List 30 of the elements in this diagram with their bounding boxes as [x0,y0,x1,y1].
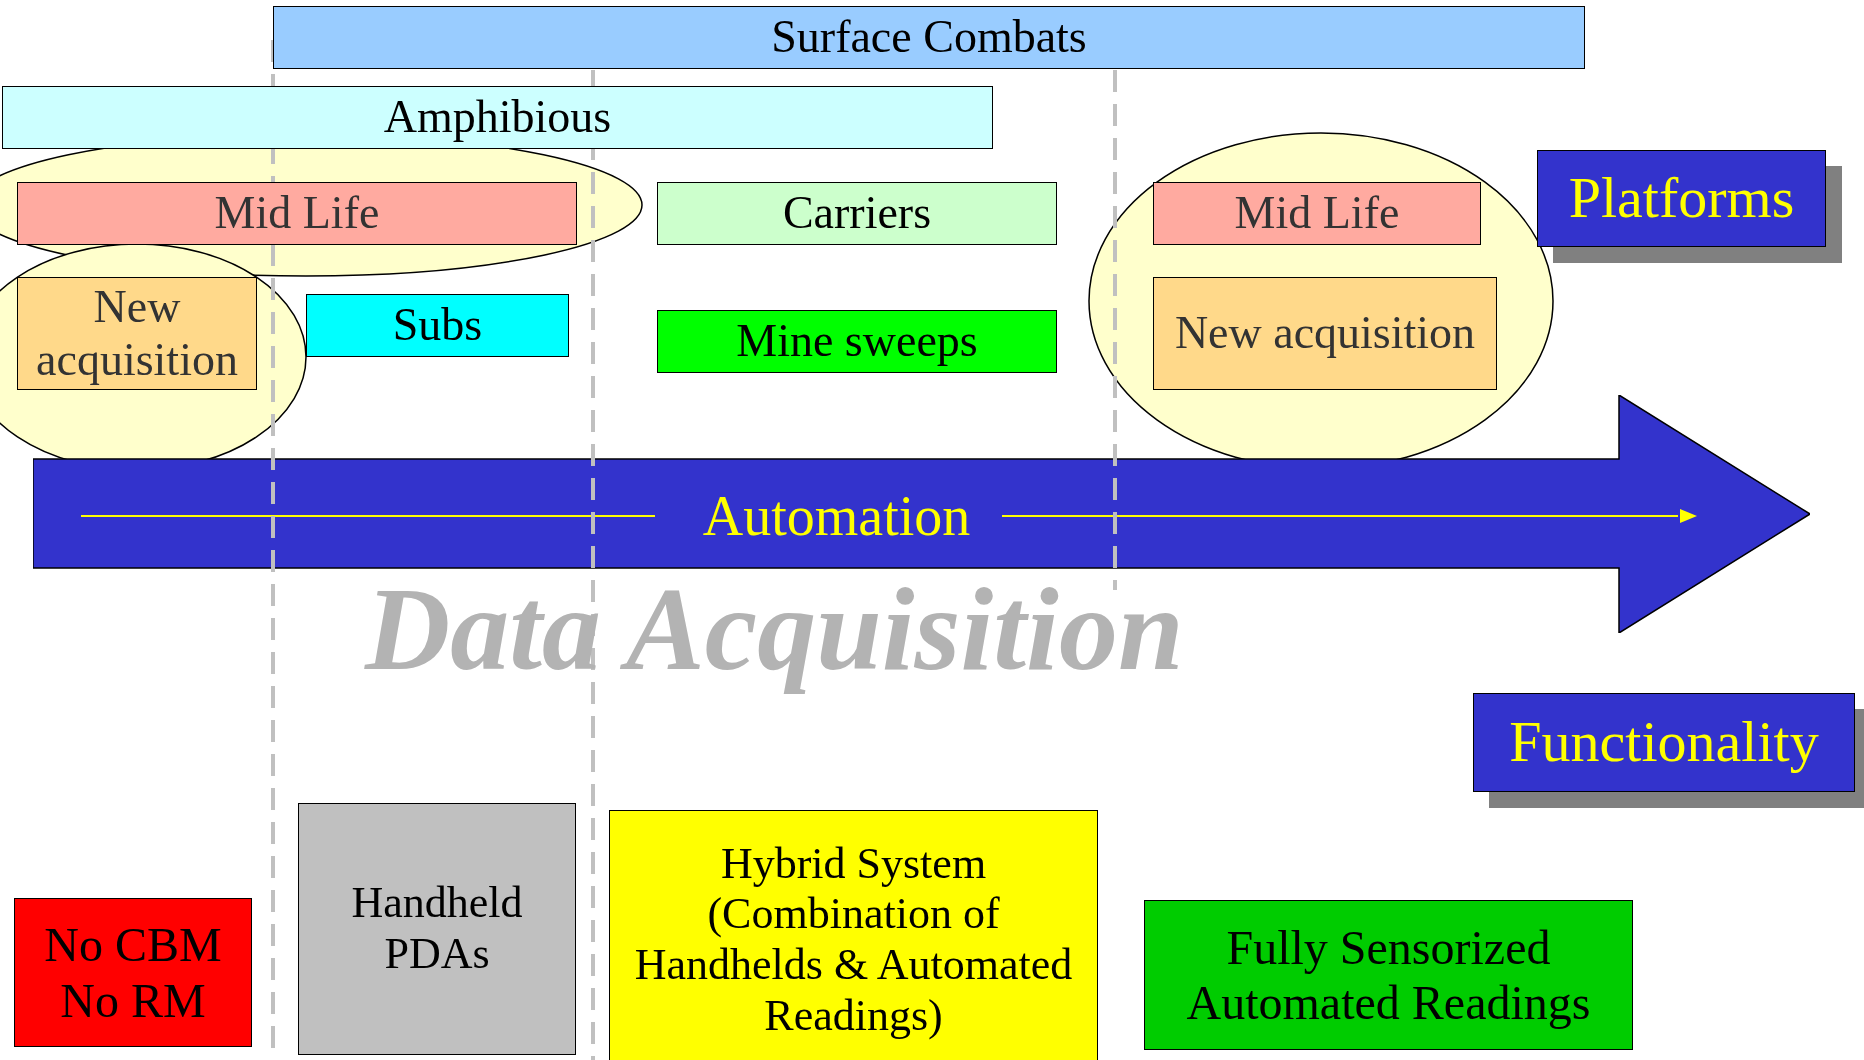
category-box [1144,900,1633,1050]
node-label: Mine sweeps [736,315,978,368]
category-box [1153,277,1497,390]
node-label: Mid Life [1234,187,1400,240]
category-box [14,898,252,1047]
node-label: New acquisition [35,280,239,387]
category-box [273,6,1585,69]
category-box [298,803,576,1055]
node-label: No CBM No RM [43,917,223,1028]
category-box [1153,182,1481,245]
category-box [609,810,1098,1060]
node-label: Platforms [1568,165,1795,232]
category-box [17,182,577,245]
node-label: Hybrid System (Combination of Handhelds & Automated Readings) [633,838,1074,1042]
node-label: Amphibious [383,91,612,144]
category-box [306,294,569,357]
watermark-text: Data Acquisition [365,565,1184,695]
category-box [2,86,993,149]
node-label: Surface Combats [771,11,1087,64]
category-box [657,182,1057,245]
node-label: Subs [392,299,483,352]
node-label: Functionality [1509,709,1819,776]
node-label: Fully Sensorized Automated Readings [1185,919,1592,1031]
category-box [657,310,1057,373]
node-label: Handheld PDAs [350,878,524,980]
node-label: Mid Life [214,187,380,240]
node-label: Carriers [782,187,932,240]
category-box [17,277,257,390]
node-label: Automation [702,483,971,549]
node-label: New acquisition [1174,307,1476,360]
